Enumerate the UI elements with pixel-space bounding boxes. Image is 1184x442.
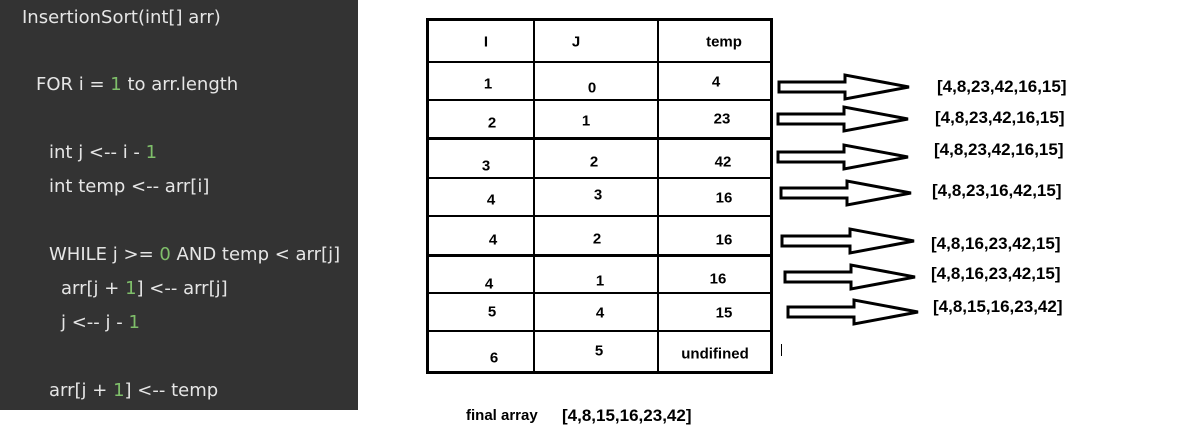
- code-text: AND temp < arr[j]: [170, 244, 341, 265]
- table-cell-i: 1: [483, 75, 493, 93]
- table-row-divider: [429, 61, 770, 63]
- table-row-divider: [429, 177, 770, 179]
- table-cell-j: 3: [593, 186, 603, 204]
- table-column-divider: [533, 21, 535, 371]
- code-text: arr[j +: [49, 380, 114, 401]
- table-cell-i: 4: [484, 275, 494, 293]
- table-row-divider: [429, 254, 770, 257]
- code-shift-line: arr[j + 1] <-- arr[j]: [61, 278, 228, 299]
- table-cell-j: 5: [594, 342, 604, 360]
- table-cell-temp: 15: [715, 304, 733, 322]
- right-arrow-icon: [786, 298, 919, 326]
- table-row-divider: [429, 99, 770, 101]
- array-state: [4,8,23,42,16,15]: [937, 77, 1067, 96]
- table-header-j: J: [571, 33, 581, 51]
- code-temp-line: int temp <-- arr[i]: [49, 176, 210, 197]
- table-cell-i: 4: [488, 231, 498, 249]
- table-cell-temp: 16: [709, 270, 727, 288]
- table-cell-i: 5: [487, 303, 497, 321]
- code-text: j <-- j -: [61, 312, 129, 333]
- table-cell-temp: 42: [714, 153, 732, 171]
- code-j-init-line: int j <-- i - 1: [49, 142, 157, 163]
- code-text: ] <-- arr[j]: [136, 278, 228, 299]
- code-number: 1: [128, 312, 140, 333]
- right-arrow-icon: [776, 105, 909, 133]
- right-arrow-icon: [780, 227, 915, 255]
- array-state: [4,8,23,16,42,15]: [932, 181, 1062, 200]
- right-arrow-icon: [779, 179, 912, 207]
- right-arrow-icon: [783, 263, 916, 291]
- code-text: int j <-- i -: [49, 142, 146, 163]
- code-number: 1: [113, 380, 125, 401]
- code-for-line: FOR i = 1 to arr.length: [36, 74, 238, 95]
- code-text: arr[j +: [61, 278, 126, 299]
- table-cell-i: 2: [487, 114, 497, 132]
- code-text: to arr.length: [121, 74, 239, 95]
- table-cell-j: 2: [589, 153, 599, 171]
- code-number: 0: [159, 244, 171, 265]
- code-text: ] <-- temp: [124, 380, 219, 401]
- table-row-divider: [429, 137, 770, 140]
- right-arrow-icon: [777, 73, 910, 101]
- table-column-divider: [657, 21, 659, 371]
- table-cell-j: 1: [581, 112, 591, 130]
- code-text: FOR i =: [36, 74, 111, 95]
- array-state: [4,8,15,16,23,42]: [933, 297, 1063, 316]
- code-number: 1: [110, 74, 122, 95]
- table-cell-j: 0: [587, 79, 597, 97]
- table-cell-temp: 16: [715, 189, 733, 207]
- table-cell-temp: 23: [713, 110, 731, 128]
- code-number: 1: [145, 142, 158, 163]
- final-array-value: [4,8,15,16,23,42]: [562, 406, 692, 425]
- table-cell-j: 2: [592, 230, 602, 248]
- code-assign-line: arr[j + 1] <-- temp: [49, 380, 218, 401]
- array-state: [4,8,23,42,16,15]: [935, 108, 1065, 127]
- table-row-divider: [429, 330, 770, 332]
- table-cell-temp: 4: [711, 73, 721, 91]
- table-cell-i: 3: [481, 157, 491, 175]
- array-state: [4,8,16,23,42,15]: [931, 264, 1061, 283]
- final-array-label: final array: [466, 407, 538, 424]
- table-cell-temp: undifined: [681, 345, 749, 363]
- table-header-temp: temp: [706, 33, 742, 51]
- table-row-divider: [429, 215, 770, 217]
- array-state: [4,8,16,23,42,15]: [931, 234, 1061, 253]
- code-number: 1: [125, 278, 137, 299]
- stray-mark: [781, 344, 782, 356]
- table-cell-i: 4: [486, 191, 496, 209]
- trace-table: I J temp 1 0 4 2 1 23 3 2 42 4 3 16 4 2 …: [426, 18, 773, 374]
- code-title: InsertionSort(int[] arr): [22, 7, 221, 28]
- table-cell-j: 4: [595, 304, 605, 322]
- table-row-divider: [429, 292, 770, 294]
- table-cell-i: 6: [489, 349, 499, 367]
- right-arrow-icon: [776, 143, 909, 171]
- code-while-line: WHILE j >= 0 AND temp < arr[j]: [49, 244, 340, 265]
- table-cell-j: 1: [595, 272, 605, 290]
- table-cell-temp: 16: [715, 231, 733, 249]
- code-text: WHILE j >=: [49, 244, 160, 265]
- table-header-i: I: [483, 33, 489, 51]
- pseudocode-panel: InsertionSort(int[] arr) FOR i = 1 to ar…: [0, 0, 358, 410]
- array-state: [4,8,23,42,16,15]: [934, 140, 1064, 159]
- code-decrement-line: j <-- j - 1: [61, 312, 140, 333]
